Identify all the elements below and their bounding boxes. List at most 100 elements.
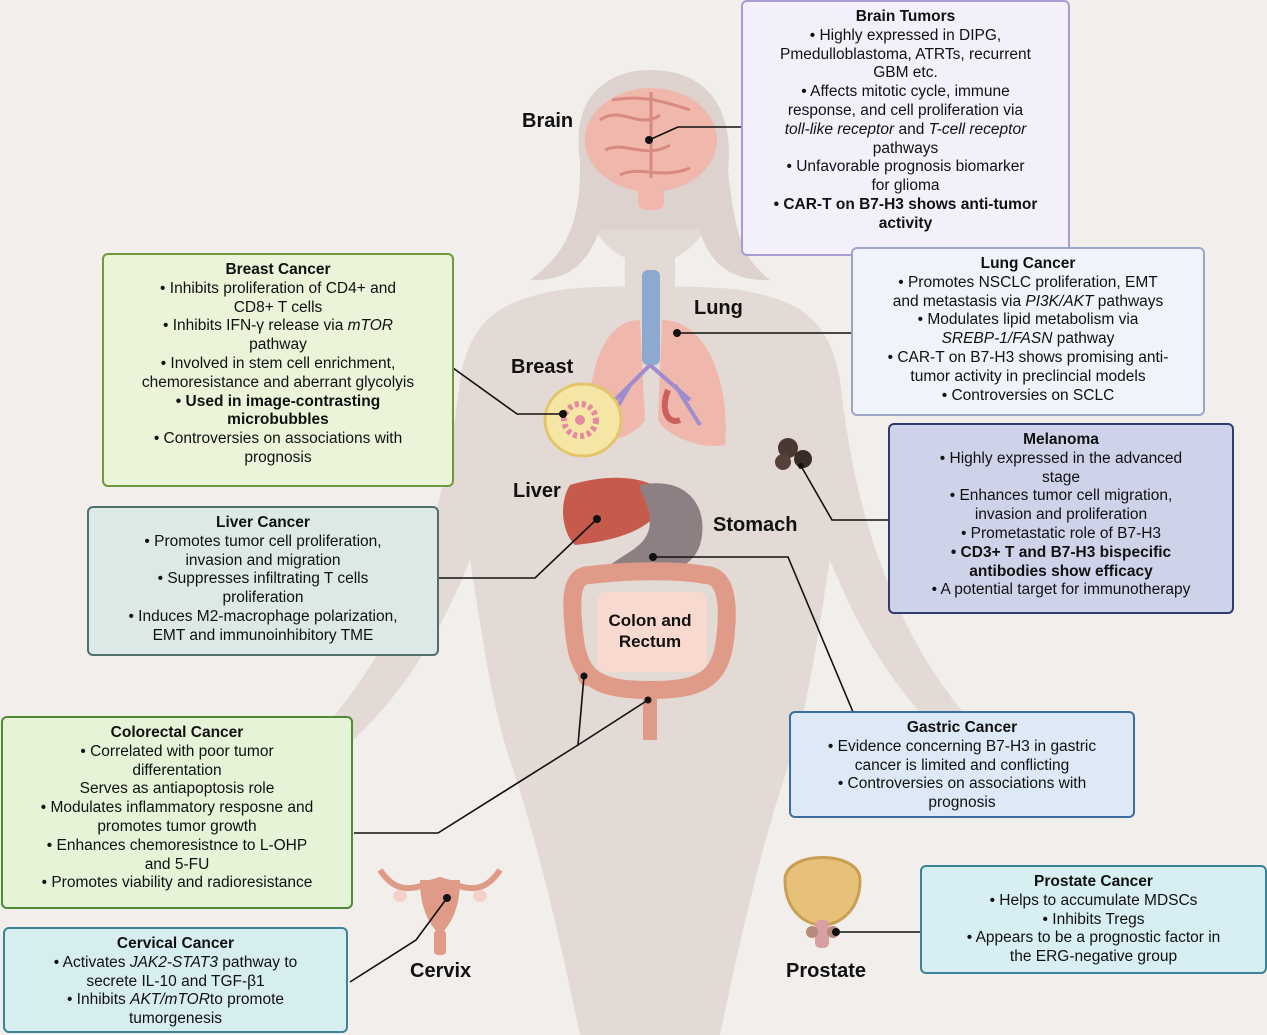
box-line: • Inhibits Tregs [1042,910,1145,928]
box-line-bold: • CAR-T on B7-H3 shows anti-tumor [773,195,1038,213]
box-line-bold: antibodies show efficacy [969,562,1153,580]
box-line: invasion and proliferation [974,506,1148,524]
box-line-italic: toll-like receptor [784,120,895,138]
box-title: Brain Tumors [855,8,956,25]
box-line: promotes tumor growth [97,817,257,835]
box-line-part: • Inhibits [66,991,131,1009]
connector-brain [648,126,742,141]
box-line: chemoresistance and aberrant glycolyis [141,373,415,391]
connector-dots [443,136,840,936]
box-line: • Prometastatic role of B7-H3 [960,524,1162,542]
organ-label-breast: Breast [511,356,574,378]
melanoma-box: Melanoma• Highly expressed in the advanc… [888,423,1234,614]
box-line: • Inhibits AKT/mTORto promote [13,991,338,1010]
box-line-bold: • Used in image-contrasting [175,392,381,410]
box-line: • Enhances tumor cell migration, [949,487,1173,505]
brain-tumors-box: Brain Tumors• Highly expressed in DIPG,P… [741,0,1070,256]
breast-organ [543,382,623,458]
connector-colorectal-2 [354,744,579,834]
box-line: • Highly expressed in DIPG, [809,26,1002,44]
box-line-italic: AKT/mTOR [130,991,210,1009]
box-line: • Unfavorable prognosis biomarker [786,158,1025,176]
prostate-cancer-box: Prostate Cancer• Helps to accumulate MDS… [920,865,1267,974]
box-line: • Enhances chemoresistnce to L-OHP [46,836,308,854]
box-title: Colorectal Cancer [110,724,244,741]
box-title: Lung Cancer [980,255,1076,272]
lung-organ [589,270,726,446]
box-line-part: • Inhibits IFN-γ release via [163,317,348,335]
gastric-cancer-box: Gastric Cancer• Evidence concerning B7-H… [789,711,1135,818]
box-line: • Controversies on SCLC [941,386,1115,404]
box-line-part: • Activates [53,953,130,971]
box-line: • Modulates inflammatory resposne and [40,799,314,817]
box-title: Cervical Cancer [116,935,235,952]
organ-label-colon-line2: Rectum [618,632,682,651]
organ-label-liver: Liver [513,480,561,502]
box-line: secrete IL-10 and TGF-β1 [86,972,265,990]
box-title: Liver Cancer [216,514,310,531]
box-line: prognosis [928,794,996,812]
colon-organ [563,562,736,740]
box-line: • Activates JAK2-STAT3 pathway to [13,954,338,973]
box-title: Breast Cancer [225,261,331,278]
organ-label-cervix: Cervix [410,960,472,982]
box-line: • Affects mitotic cycle, immune [801,83,1010,101]
box-line: • Controversies on associations with [153,430,403,448]
box-line-part: pathway to [217,953,298,971]
box-line: • Induces M2-macrophage polarization, [128,607,398,625]
box-line: prognosis [244,448,312,466]
connector-lines [349,126,921,983]
box-line: response, and cell proliferation via [787,101,1024,119]
organ-label-prostate: Prostate [786,960,867,982]
stomach-organ [610,483,703,574]
box-line: • Modulates lipid metabolism via [917,311,1139,329]
box-line: pathway [249,336,307,354]
connector-melanoma [800,465,889,521]
box-title: Prostate Cancer [1034,873,1153,890]
organ-label-brain: Brain [522,110,574,132]
box-line-italic: PI3K/AKT [1025,292,1094,310]
box-line-bold: microbubbles [227,411,329,429]
box-title: Melanoma [1023,431,1099,448]
box-line-part: and [894,120,929,138]
box-line: • Involved in stem cell enrichment, [160,354,396,372]
box-line: • Promotes viability and radioresistance [41,874,313,892]
box-line: microbubbles [112,411,444,430]
organ-label-colon-rectum: Colon and Rectum [600,610,700,652]
box-line: stage [1042,468,1080,486]
box-line: activity [751,215,1060,234]
box-line: • Evidence concerning B7-H3 in gastric [827,737,1097,755]
box-line-italic: T-cell receptor [928,120,1027,138]
box-line: • Helps to accumulate MDSCs [989,891,1198,909]
box-line: GBM etc. [873,64,938,82]
colorectal-cancer-box: Colorectal Cancer• Correlated with poor … [1,716,353,909]
organ-label-stomach: Stomach [713,514,798,536]
box-line: • A potential target for immunotherapy [931,581,1191,599]
cervical-cancer-box: Cervical Cancer• Activates JAK2-STAT3 pa… [3,927,348,1033]
box-line: for glioma [871,177,940,195]
connector-liver [438,518,598,579]
box-line: toll-like receptor and T-cell receptor [751,121,1060,140]
box-line: SREBP-1/FASN pathway [861,330,1195,349]
box-line-part: pathways [1093,292,1164,310]
box-line-bold: • CD3+ T and B7-H3 bispecific [950,543,1172,561]
box-line: • Highly expressed in the advanced [939,449,1183,467]
box-line: tumor activity in preclincial models [910,367,1146,385]
box-line: • Inhibits proliferation of CD4+ and [160,279,396,297]
box-line: • Controversies on associations with [837,775,1087,793]
box-line: proliferation [222,589,304,607]
box-line: Serves as antiapoptosis role [79,780,275,798]
box-line-part: and metastasis via [892,292,1026,310]
box-line: antibodies show efficacy [898,563,1224,582]
box-line: the ERG-negative group [1009,948,1178,966]
breast-cancer-box: Breast Cancer• Inhibits proliferation of… [102,253,454,487]
box-line: and 5-FU [144,855,210,873]
box-line: CD8+ T cells [233,298,323,316]
box-line: • Inhibits IFN-γ release via mTOR [112,317,444,336]
box-line: • Promotes tumor cell proliferation, [144,532,382,550]
box-line: and metastasis via PI3K/AKT pathways [861,293,1195,312]
organ-label-colon-line1: Colon and [608,611,692,630]
box-line: • CAR-T on B7-H3 shows promising anti- [887,348,1169,366]
box-line-italic: JAK2-STAT3 [129,953,218,971]
